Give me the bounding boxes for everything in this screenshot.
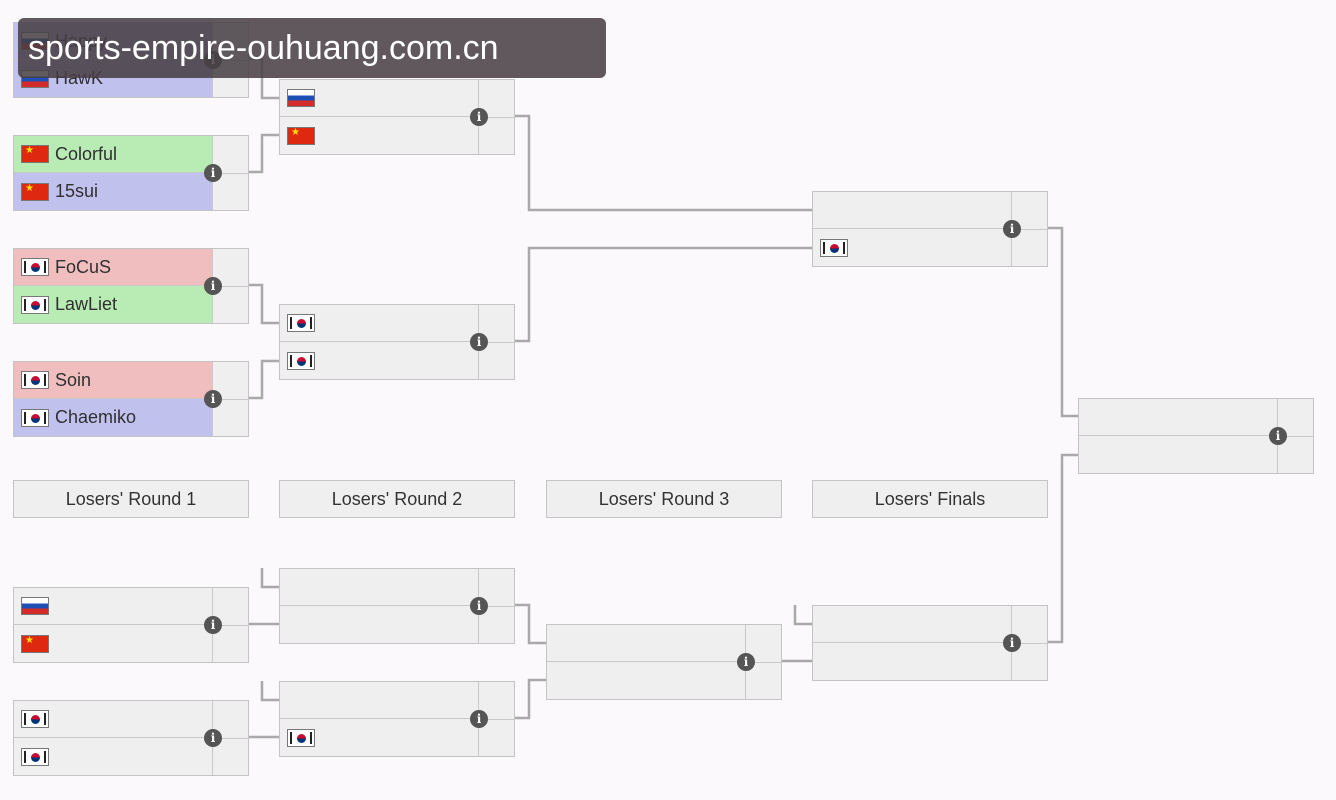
info-icon[interactable]: i <box>1269 427 1287 445</box>
player-name: Colorful <box>55 143 118 164</box>
match-slot[interactable] <box>280 569 479 606</box>
match-slot[interactable]: 15sui <box>14 173 213 210</box>
round-label: Losers' Finals <box>812 480 1048 518</box>
player-name: Soin <box>55 369 92 390</box>
score-column: i <box>1269 399 1313 473</box>
match-slot[interactable]: FoCuS <box>14 249 213 286</box>
info-icon[interactable]: i <box>470 108 488 126</box>
match-slot[interactable] <box>280 305 479 342</box>
flag-kr-icon <box>21 371 49 389</box>
flag-kr-icon <box>21 408 49 427</box>
score-column: i <box>470 682 514 756</box>
match-l-r1-m2: i <box>13 700 249 776</box>
info-icon[interactable]: i <box>1003 634 1021 652</box>
match-l-r2-m2: i <box>279 681 515 757</box>
match-slot[interactable] <box>280 342 479 379</box>
match-slot[interactable] <box>280 682 479 719</box>
player-name: Chaemiko <box>55 407 137 427</box>
match-slot[interactable] <box>14 738 213 775</box>
score-column: i <box>470 569 514 643</box>
match-slot[interactable] <box>813 192 1012 229</box>
watermark-banner: sports-empire-ouhuang.com.cn <box>18 18 606 78</box>
flag-kr-icon <box>287 314 315 332</box>
flag-cn-icon <box>21 182 49 201</box>
match-slot[interactable] <box>280 719 479 756</box>
info-icon[interactable]: i <box>204 277 222 295</box>
round-label: Losers' Round 1 <box>13 480 249 518</box>
player-name: LawLiet <box>55 294 118 314</box>
match-slot[interactable] <box>547 662 746 699</box>
score-column: i <box>204 136 248 210</box>
connector-line <box>260 568 279 589</box>
flag-cn-icon <box>287 126 315 145</box>
match-slot[interactable] <box>280 606 479 643</box>
match-l-r1-m1: i <box>13 587 249 663</box>
score-column: i <box>1003 606 1047 680</box>
connector-line <box>793 605 812 626</box>
match-grand-final: i <box>1078 398 1314 474</box>
flag-kr-icon <box>287 351 315 370</box>
info-icon[interactable]: i <box>204 729 222 747</box>
flag-ru-icon <box>287 89 315 107</box>
score-column: i <box>204 701 248 775</box>
round-label: Losers' Round 2 <box>279 480 515 518</box>
flag-kr-icon <box>820 238 848 257</box>
connector-line <box>480 114 812 212</box>
flag-cn-icon <box>21 145 49 163</box>
connector-line <box>480 246 812 343</box>
score-column: i <box>204 588 248 662</box>
flag-ru-icon <box>21 597 49 615</box>
player-name: FoCuS <box>55 256 112 277</box>
score-column: i <box>470 80 514 154</box>
flag-cn-icon <box>21 634 49 653</box>
match-slot[interactable] <box>14 588 213 625</box>
flag-kr-icon <box>21 747 49 766</box>
info-icon[interactable]: i <box>1003 220 1021 238</box>
match-l-r2-m1: i <box>279 568 515 644</box>
connector-line <box>260 681 279 702</box>
flag-kr-icon <box>21 295 49 314</box>
score-column: i <box>470 305 514 379</box>
flag-kr-icon <box>287 728 315 747</box>
score-column: i <box>204 249 248 323</box>
info-icon[interactable]: i <box>470 597 488 615</box>
match-slot[interactable]: Soin <box>14 362 213 399</box>
match-l-final: i <box>812 605 1048 681</box>
match-slot[interactable]: Colorful <box>14 136 213 173</box>
match-slot[interactable] <box>813 229 1012 266</box>
score-column: i <box>204 362 248 436</box>
info-icon[interactable]: i <box>737 653 755 671</box>
info-icon[interactable]: i <box>470 710 488 728</box>
match-slot[interactable]: Chaemiko <box>14 399 213 436</box>
flag-kr-icon <box>21 258 49 276</box>
match-slot[interactable] <box>280 80 479 117</box>
match-slot[interactable] <box>813 606 1012 643</box>
match-slot[interactable] <box>1079 399 1278 436</box>
watermark-text: sports-empire-ouhuang.com.cn <box>28 28 499 67</box>
match-u-r2-m2: i <box>279 304 515 380</box>
match-slot[interactable] <box>547 625 746 662</box>
match-u-r1-m2: Colorful 15sui i <box>13 135 249 211</box>
info-icon[interactable]: i <box>204 616 222 634</box>
score-column: i <box>1003 192 1047 266</box>
info-icon[interactable]: i <box>204 390 222 408</box>
match-slot[interactable] <box>14 701 213 738</box>
match-slot[interactable]: LawLiet <box>14 286 213 323</box>
match-slot[interactable] <box>813 643 1012 680</box>
match-u-r2-m1: i <box>279 79 515 155</box>
match-u-r3-m1: i <box>812 191 1048 267</box>
match-slot[interactable] <box>280 117 479 154</box>
score-column: i <box>737 625 781 699</box>
match-u-r1-m3: FoCuS LawLiet i <box>13 248 249 324</box>
flag-kr-icon <box>21 710 49 728</box>
match-l-r3-m1: i <box>546 624 782 700</box>
info-icon[interactable]: i <box>204 164 222 182</box>
info-icon[interactable]: i <box>470 333 488 351</box>
round-label: Losers' Round 3 <box>546 480 782 518</box>
player-name: 15sui <box>55 181 99 201</box>
match-slot[interactable] <box>1079 436 1278 473</box>
match-slot[interactable] <box>14 625 213 662</box>
